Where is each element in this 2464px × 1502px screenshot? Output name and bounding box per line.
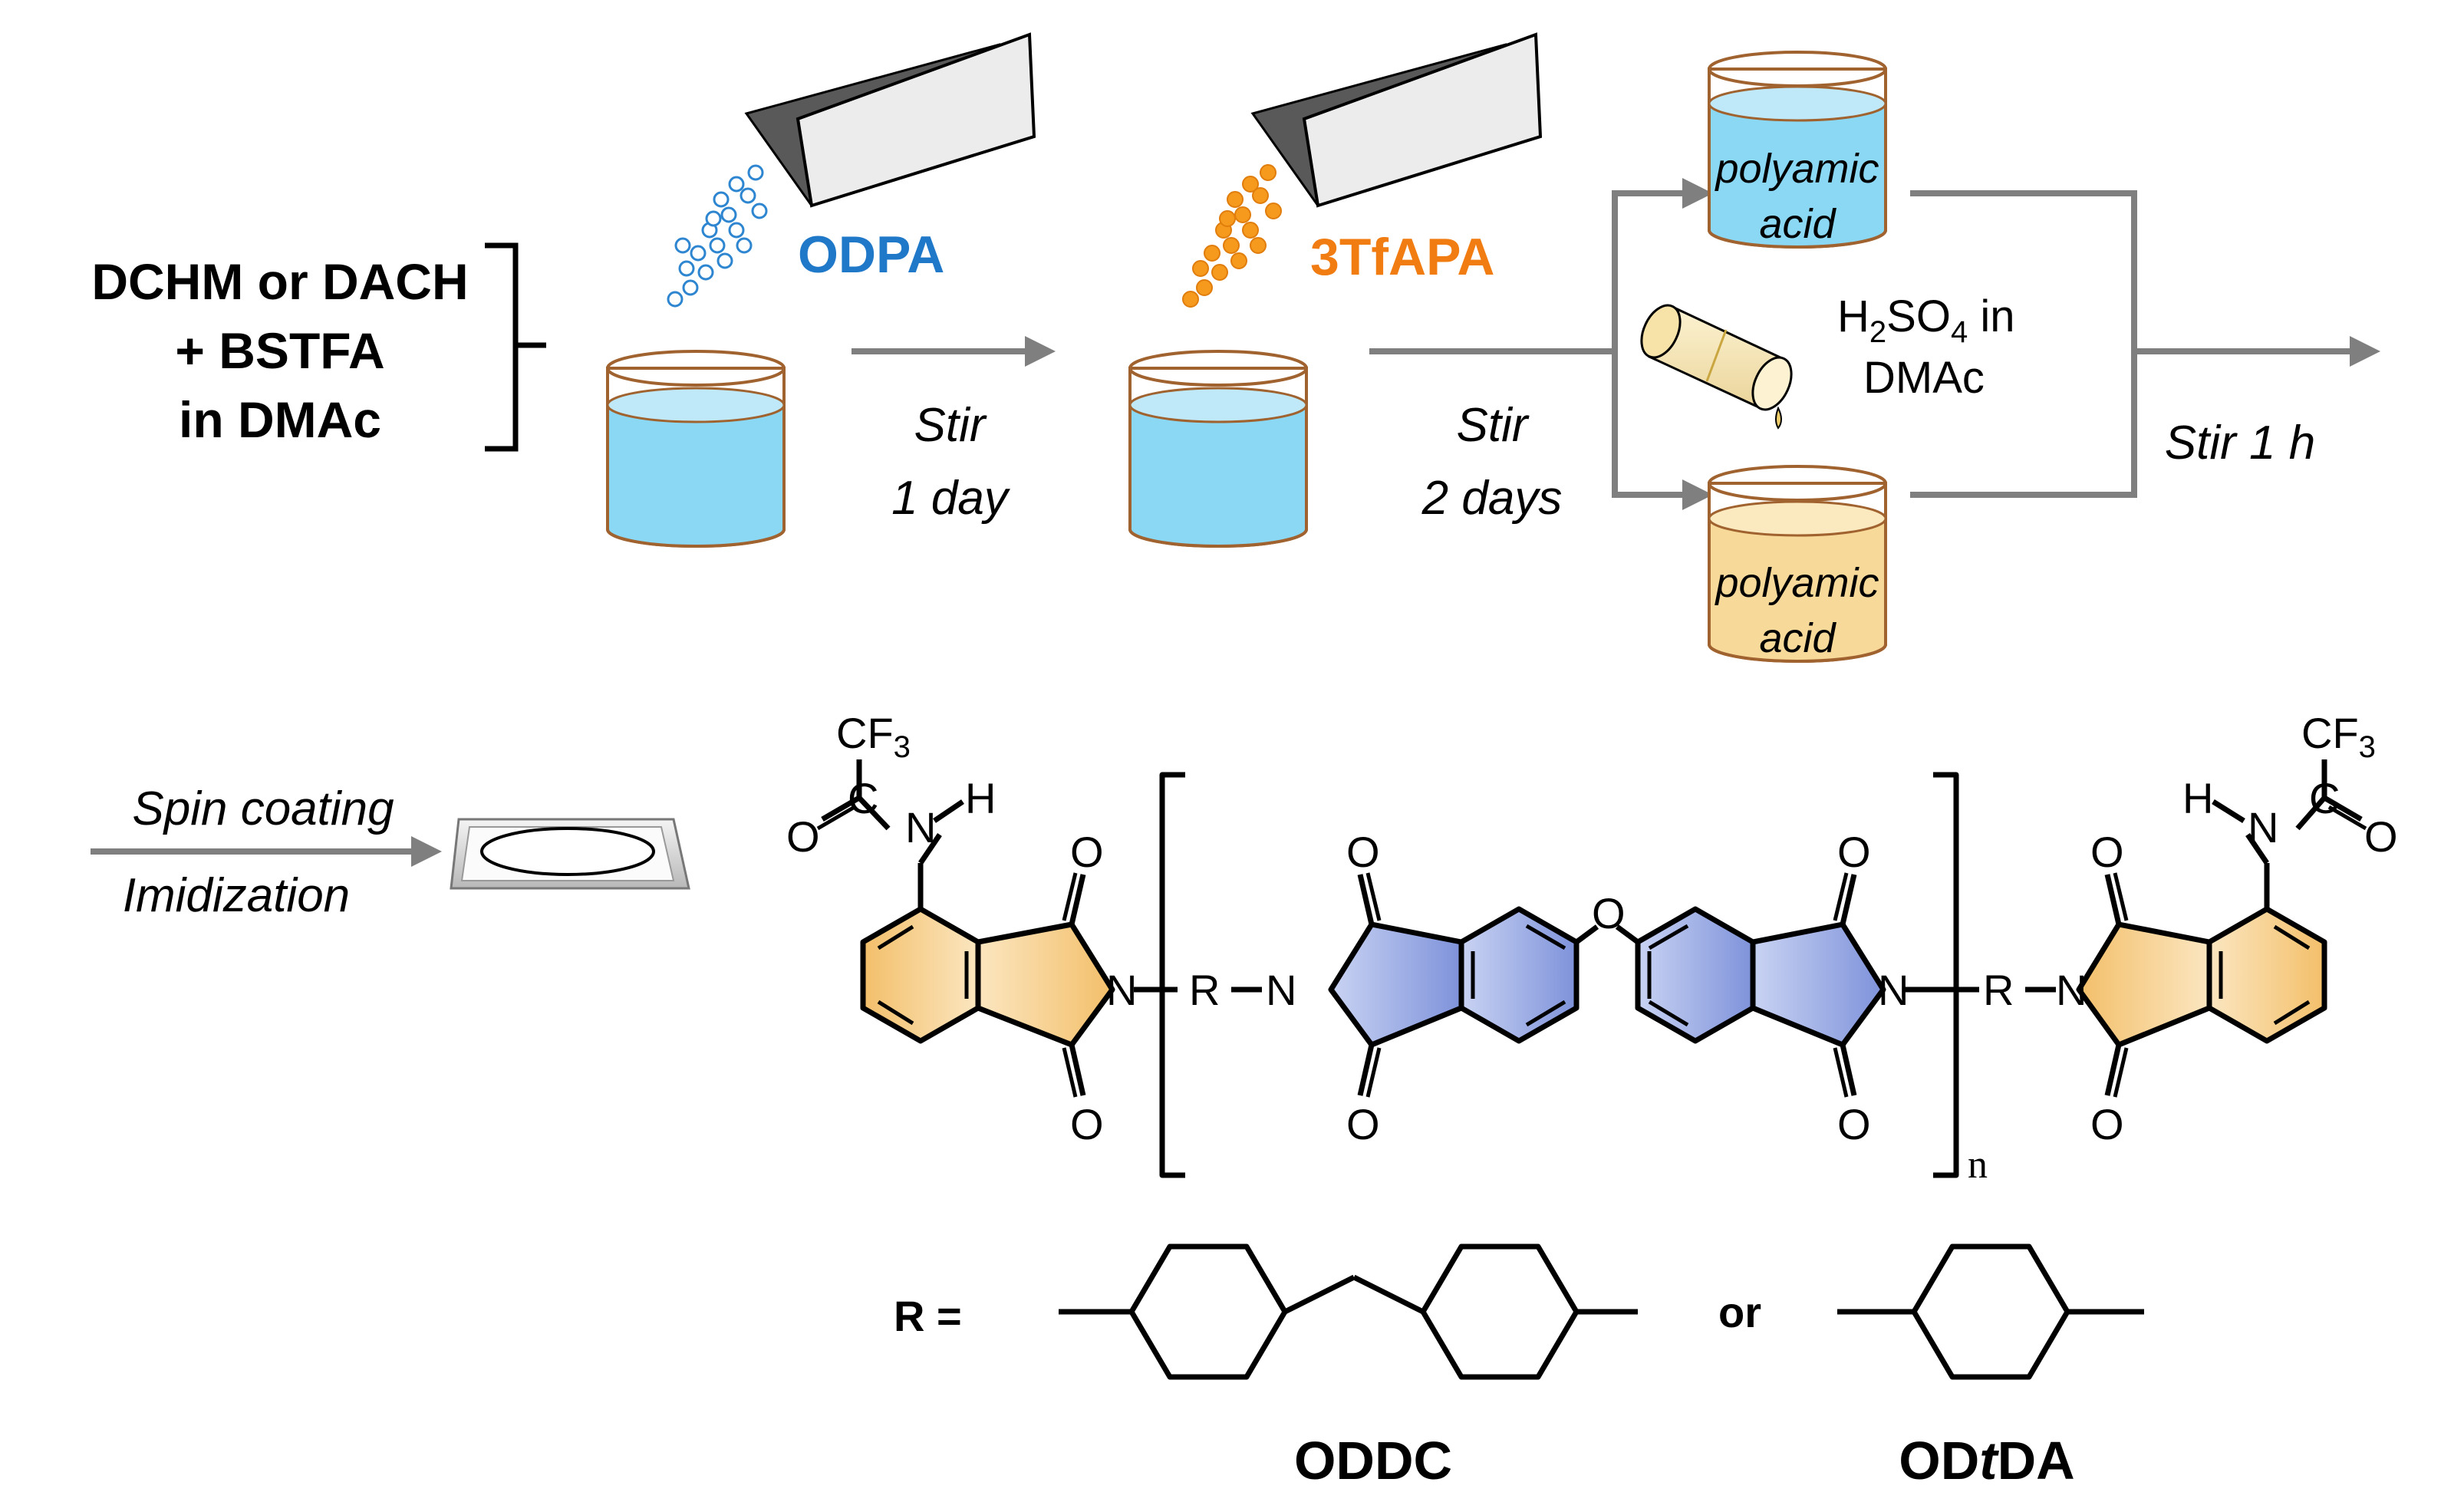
right-imide-n: N: [2056, 966, 2087, 1014]
left-amide-o: O: [786, 812, 820, 861]
beaker-polyamic-yellow: [1708, 465, 1887, 663]
right-benzene-ring: [2206, 906, 2327, 1044]
polyamic-blue-line-1: polyamic: [1714, 146, 1879, 192]
r-left: R: [1189, 966, 1220, 1014]
right-amide-c: C: [2309, 774, 2340, 822]
left-amide-h: H: [965, 774, 996, 822]
right-amide-o: O: [2364, 812, 2398, 861]
right-imide-o-top: O: [2090, 828, 2124, 876]
right-cf3: CF3: [2301, 709, 2376, 764]
stir-1-line-2: 1 day: [891, 472, 1011, 525]
stir-3-label: Stir 1 h: [2165, 417, 2315, 469]
left-amide-c: C: [848, 774, 878, 822]
reagent-line-2: + BSTFA: [175, 322, 384, 379]
acid-vial: [1640, 304, 1793, 430]
spin-coating-label: Spin coating: [132, 782, 394, 835]
stir-1-line-1: Stir: [914, 399, 987, 452]
odpa-particles: [667, 164, 768, 308]
r-group-odtda: [1837, 1243, 2144, 1380]
polyimide-structure: [816, 759, 2367, 1178]
film-substrate: [450, 818, 690, 890]
imidization-label: Imidization: [123, 869, 350, 922]
left-amide-n: N: [905, 803, 936, 851]
acid-solvent: DMAc: [1863, 353, 1985, 403]
odpa-label: ODPA: [798, 226, 944, 284]
left-imide-ring: [975, 921, 1115, 1048]
stir-2-line-1: Stir: [1457, 399, 1530, 452]
blue-left-imide-ring: [1328, 921, 1464, 1048]
blue-left-benzene-ring: [1458, 906, 1580, 1044]
reagent-line-3: in DMAc: [179, 391, 381, 448]
merge-arrows: [1910, 190, 2380, 498]
polyamic-yellow-line-2: acid: [1759, 615, 1836, 661]
blue-right-o-top: O: [1837, 828, 1871, 876]
blue-left-n: N: [1266, 966, 1296, 1014]
right-imide-ring: [2076, 921, 2212, 1048]
dispenser-3tfapa: [1250, 32, 1543, 208]
reagents-block: DCHM or DACH + BSTFA in DMAc: [91, 242, 546, 452]
3tfapa-particles: [1182, 164, 1282, 308]
blue-right-o-bottom: O: [1837, 1100, 1871, 1148]
blue-left-o-top: O: [1346, 828, 1380, 876]
repeat-subscript-n: n: [1968, 1143, 1988, 1187]
left-benzene-ring: [860, 906, 981, 1044]
left-imide-o-top: O: [1070, 828, 1104, 876]
right-imide-o-bottom: O: [2090, 1100, 2124, 1148]
reagent-brace: [485, 242, 546, 452]
3tfapa-label: 3TfAPA: [1310, 228, 1495, 286]
beaker-polyamic-blue: [1708, 51, 1887, 249]
r-group-oddc: [1059, 1243, 1638, 1380]
split-arrows: [1369, 178, 1713, 510]
r-right: R: [1983, 966, 2014, 1014]
structure-labels: CF3 C O N H O O N R N O O O O O N R N O …: [786, 709, 2398, 1148]
blue-left-o-bottom: O: [1346, 1100, 1380, 1148]
beaker-after-odpa: [1128, 350, 1308, 548]
or-label: or: [1718, 1288, 1761, 1336]
odtda-name: ODtDA: [1899, 1431, 2074, 1490]
beaker-initial: [606, 350, 786, 548]
blue-right-imide-ring: [1750, 921, 1886, 1048]
left-cf3: CF3: [836, 709, 911, 764]
left-imide-n: N: [1106, 966, 1137, 1014]
right-amide-h: H: [2182, 774, 2213, 822]
ether-o: O: [1592, 889, 1626, 937]
left-imide-o-bottom: O: [1070, 1100, 1104, 1148]
blue-right-n: N: [1878, 966, 1909, 1014]
oddc-name: ODDC: [1294, 1431, 1452, 1490]
acid-formula: H2SO4 in: [1837, 292, 2014, 349]
r-equals-label: R =: [894, 1292, 962, 1340]
right-amide-n: N: [2248, 803, 2278, 851]
polyamic-yellow-line-1: polyamic: [1714, 560, 1879, 606]
stir-2-line-2: 2 days: [1421, 472, 1563, 525]
dispenser-odpa: [744, 32, 1036, 208]
polyamic-blue-line-2: acid: [1759, 201, 1836, 247]
blue-right-benzene-ring: [1635, 906, 1756, 1044]
reagent-line-1: DCHM or DACH: [91, 253, 468, 310]
